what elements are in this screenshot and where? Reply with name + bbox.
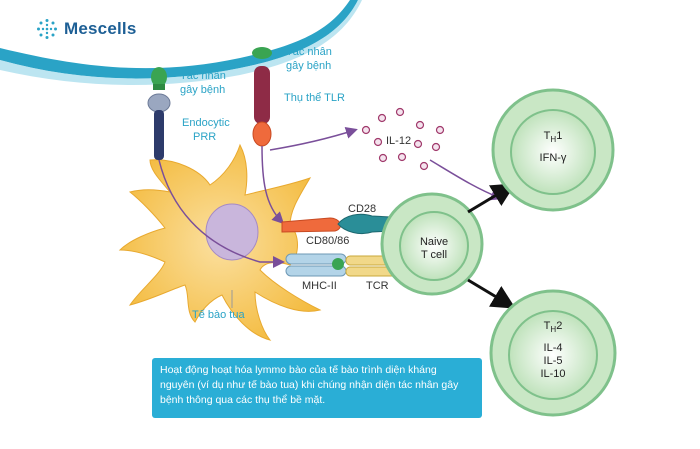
th1-sub: H [550, 135, 557, 145]
cd28-label: CD28 [348, 203, 377, 215]
pathogen-left-line2: gây bệnh [180, 84, 226, 96]
th2-main: T [543, 320, 551, 332]
pathogen-right-label: Tác nhân gây bệnh [286, 45, 332, 73]
tlr-receptor-stalk [254, 66, 270, 124]
pathogen-right-shape [252, 47, 272, 59]
th2-cell-nucleus [508, 310, 598, 400]
endocytic-prr-label: Endocytic PRR [182, 116, 230, 144]
arrow-tlr-to-il12 [269, 127, 358, 151]
peptide [332, 258, 344, 270]
arrow-to-th1 [467, 183, 516, 214]
th1-sup: 1 [556, 130, 563, 142]
il12-label: IL-12 [386, 135, 412, 147]
tcr-label: TCR [366, 280, 389, 292]
th1-main: T [543, 130, 551, 142]
naive-line2: T cell [420, 249, 448, 261]
th1-cell-nucleus [510, 109, 596, 195]
dendritic-cell-label: Tế bào tua [192, 309, 245, 321]
cd80-label: CD80/86 [306, 235, 350, 247]
th2-cytokine-3: IL-10 [540, 368, 566, 381]
th2-cytokine-2: IL-5 [543, 355, 563, 368]
arrow-endocytic-to-mhc [158, 159, 285, 268]
endocytic-receptor-stalk [154, 110, 164, 160]
th2-sup: 2 [556, 320, 563, 332]
endocytic-receptor-head [147, 93, 171, 113]
arrow-tlr-to-cd80 [261, 145, 285, 225]
header-swoosh-light [0, 0, 362, 86]
naive-t-cell-nucleus [399, 211, 469, 281]
dendritic-nucleus [205, 203, 259, 261]
brand: Mescells [36, 16, 136, 42]
naive-t-cell-label: Naive T cell [406, 236, 462, 262]
pathogen-right-line1: Tác nhân [286, 46, 332, 58]
pathogen-left-line1: Tác nhân [180, 70, 226, 82]
th1-cytokine: IFN-γ [539, 152, 567, 165]
il12-dots [361, 107, 445, 171]
th2-cytokine-1: IL-4 [543, 342, 563, 355]
pathogen-left-label: Tác nhân gây bệnh [180, 69, 226, 97]
dotted-cell-logo-icon [37, 19, 57, 39]
endocytic-line1: Endocytic [182, 117, 230, 129]
pathogen-left-shape [151, 67, 167, 87]
arrow-to-th2 [467, 278, 516, 309]
th2-label: TH2 IL-4 IL-5 IL-10 [523, 320, 583, 381]
th1-label: TH1 IFN-γ [523, 130, 583, 165]
naive-line1: Naive [419, 236, 449, 248]
arrow-il12-to-th1 [429, 159, 503, 201]
pathogen-right-line2: gây bệnh [286, 60, 332, 72]
header-swoosh [0, 0, 358, 79]
th2-sub: H [550, 325, 557, 335]
endocytic-line2: PRR [193, 131, 217, 143]
caption-box: Hoạt động hoạt hóa lymmo bào của tế bào … [152, 358, 482, 418]
brand-name: Mescells [64, 19, 137, 38]
mhc-label: MHC-II [302, 280, 337, 292]
tlr-label: Thụ thể TLR [284, 92, 345, 104]
tlr-receptor-base [252, 121, 272, 147]
